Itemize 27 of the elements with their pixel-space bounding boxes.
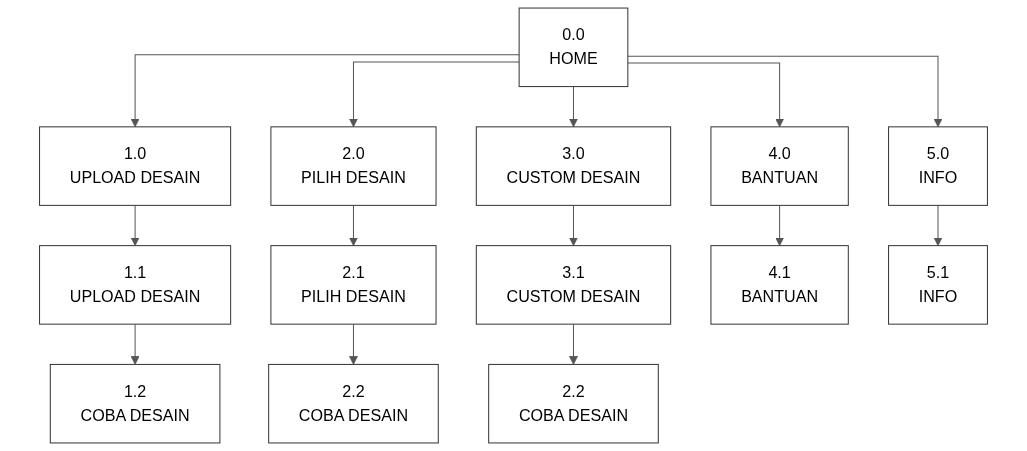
node-box: 3.0 CUSTOM DESAIN <box>475 126 672 206</box>
arrow <box>569 204 578 247</box>
arrow <box>775 204 785 247</box>
arrow <box>130 54 520 128</box>
node-box: 2.0 PILIH DESAIN <box>270 126 437 206</box>
arrow <box>569 323 578 365</box>
arrow <box>349 61 520 128</box>
node-box: 0.0 HOME <box>518 7 629 88</box>
arrow <box>130 204 140 247</box>
arrow <box>627 55 943 128</box>
arrow <box>627 62 785 128</box>
node-box: 2.2 COBA DESAIN <box>488 363 659 444</box>
arrow <box>349 204 358 247</box>
arrow <box>349 323 358 365</box>
node-box: 2.2 COBA DESAIN <box>268 363 439 444</box>
arrow <box>569 86 578 128</box>
arrow <box>130 323 140 365</box>
arrow <box>933 204 943 247</box>
node-box: 1.1 UPLOAD DESAIN <box>39 245 232 325</box>
node-box: 3.1 CUSTOM DESAIN <box>475 245 672 325</box>
node-box: 4.1 BANTUAN <box>710 245 849 325</box>
node-box: 2.1 PILIH DESAIN <box>270 245 437 325</box>
node-box: 1.2 COBA DESAIN <box>49 363 221 444</box>
node-box: 4.0 BANTUAN <box>710 126 849 206</box>
node-box: 1.0 UPLOAD DESAIN <box>39 126 232 206</box>
node-box: 5.1 INFO <box>888 245 988 325</box>
node-box: 5.0 INFO <box>888 126 988 206</box>
